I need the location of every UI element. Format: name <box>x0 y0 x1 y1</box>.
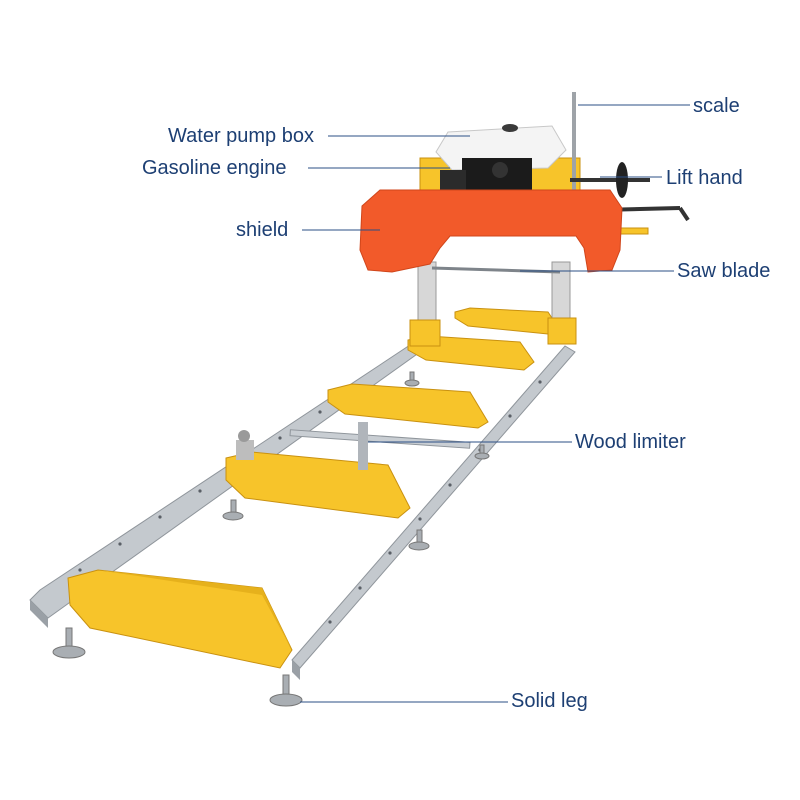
third-cross-beam <box>327 383 489 429</box>
engine-assembly <box>419 124 581 195</box>
label-wood-limiter: Wood limiter <box>575 431 686 453</box>
label-lift-hand: Lift hand <box>666 167 743 189</box>
label-water-pump-box: Water pump box <box>168 125 314 147</box>
solid-legs <box>52 371 490 707</box>
label-shield: shield <box>236 219 289 241</box>
right-rail-side <box>292 660 300 680</box>
label-solid-leg: Solid leg <box>511 690 588 712</box>
back-cross-beam <box>454 307 561 335</box>
saw-head <box>409 261 577 347</box>
shield <box>359 189 623 273</box>
label-scale: scale <box>693 95 740 117</box>
track-rails <box>29 344 576 680</box>
scale-post <box>572 92 576 192</box>
right-rail <box>291 345 576 669</box>
front-cross-beam <box>67 569 293 669</box>
wood-limiter <box>236 422 471 470</box>
label-saw-blade: Saw blade <box>677 260 771 282</box>
left-rail-side <box>30 600 48 628</box>
label-gasoline-engine: Gasoline engine <box>142 157 287 179</box>
cross-beams <box>67 307 561 669</box>
second-cross-beam <box>225 451 411 519</box>
leader-lines <box>300 104 690 703</box>
